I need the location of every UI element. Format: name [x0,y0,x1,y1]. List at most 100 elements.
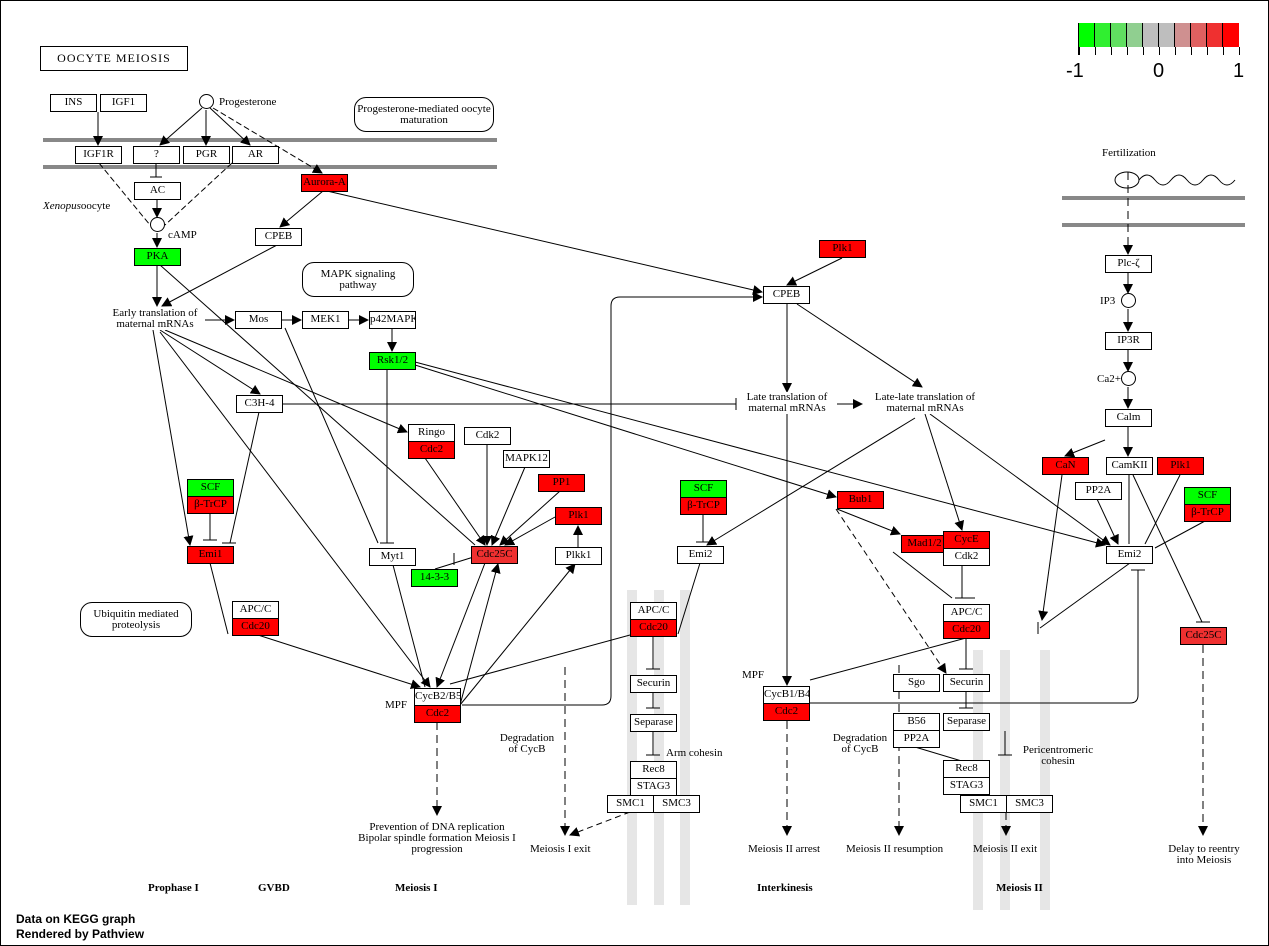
membrane [43,138,1245,227]
legend-min-label: -1 [1066,60,1084,82]
gene-node-emi1[interactable]: Emi1 [187,546,234,564]
gene-node-smc3b[interactable]: SMC3 [1006,795,1053,813]
gene-node-apc1[interactable]: APC/C [232,601,279,619]
gene-node-cdk2b[interactable]: Cdk2 [943,548,990,566]
gene-node-cdc2b[interactable]: Cdc2 [763,703,810,721]
gene-node-plk1c[interactable]: Plk1 [1157,457,1204,475]
gene-node-can[interactable]: CaN [1042,457,1089,475]
gene-node-scf2[interactable]: SCF [680,480,727,498]
gene-node-scf3[interactable]: SCF [1184,487,1231,505]
gene-node-plk1b[interactable]: Plk1 [819,240,866,258]
gene-node-cyce[interactable]: CycE [943,531,990,549]
gene-node-stag3a[interactable]: STAG3 [630,778,677,796]
gene-node-bub1[interactable]: Bub1 [837,491,884,509]
gene-node-securin1[interactable]: Securin [630,675,677,693]
gene-node-cpeb1[interactable]: CPEB [255,228,302,246]
gene-node-b56[interactable]: B56 [893,713,940,731]
link-ubiquitin-proteolysis[interactable]: Ubiquitin mediated proteolysis [80,602,192,637]
gene-node-camkii[interactable]: CamKII [1106,457,1153,475]
gene-node-ringo_cdc2[interactable]: Cdc2 [408,441,455,459]
legend-ticks [1078,47,1240,55]
gene-node-btrcp1[interactable]: β-TrCP [187,496,234,514]
xenopus-oocyte-label: Xenopusoocyte [43,201,110,212]
gene-node-ar[interactable]: AR [232,146,279,164]
gene-node-plcz[interactable]: Plc-ζ [1105,255,1152,273]
gene-node-p42[interactable]: p42MAPK [369,311,416,329]
gene-node-separase2[interactable]: Separase [943,713,990,731]
gene-node-unknown[interactable]: ? [133,146,180,164]
gene-node-pp2a2[interactable]: PP2A [1075,482,1122,500]
gene-node-rec8b[interactable]: Rec8 [943,760,990,778]
outcome-prevention: Prevention of DNA replication Bipolar sp… [358,821,516,855]
outcome-meiosis2-arrest: Meiosis II arrest [748,843,821,855]
gene-node-pp1[interactable]: PP1 [538,474,585,492]
pericentromeric-cohesin-label: Pericentromeric cohesin [1022,744,1094,767]
late-late-translation-label: Late-late translation of maternal mRNAs [865,392,985,414]
gene-node-plk1a[interactable]: Plk1 [555,507,602,525]
pathway-title: OOCYTE MEIOSIS [40,46,188,71]
gene-node-c3h4[interactable]: C3H-4 [236,395,283,413]
phase-meiosis-2: Meiosis II [996,882,1043,894]
gene-node-rec8a[interactable]: Rec8 [630,761,677,779]
gene-node-ac[interactable]: AC [134,182,181,200]
gene-node-ins[interactable]: INS [50,94,97,112]
late-translation-label: Late translation of maternal mRNAs [737,392,837,414]
gene-node-securin2[interactable]: Securin [943,674,990,692]
gene-node-igf1[interactable]: IGF1 [100,94,147,112]
link-mapk-signaling[interactable]: MAPK signaling pathway [302,262,414,297]
gene-node-ringo[interactable]: Ringo [408,424,455,442]
gene-node-stag3b[interactable]: STAG3 [943,777,990,795]
gene-node-cycb2[interactable]: CycB2/B5 [414,688,461,706]
legend-swatch [1222,23,1239,47]
gene-node-mek1[interactable]: MEK1 [302,311,349,329]
interaction-edges [93,107,1236,837]
outcome-delay-reentry: Delay to reentry into Meiosis [1168,843,1240,866]
gene-node-mos[interactable]: Mos [235,311,282,329]
gene-node-btrcp3[interactable]: β-TrCP [1184,504,1231,522]
gene-node-aurora[interactable]: Aurora-A [301,174,348,192]
gene-node-btrcp2[interactable]: β-TrCP [680,497,727,515]
gene-node-calm[interactable]: Calm [1105,409,1152,427]
legend-swatch [1110,23,1127,47]
gene-node-cdc20b[interactable]: Cdc20 [630,619,677,637]
gene-node-mapk12[interactable]: MAPK12 [503,450,550,468]
gene-node-cdc20c[interactable]: Cdc20 [943,621,990,639]
legend-swatch [1206,23,1223,47]
gene-node-cpeb2[interactable]: CPEB [763,286,810,304]
gene-node-smc1b[interactable]: SMC1 [960,795,1007,813]
early-translation-label: Early translation of maternal mRNAs [105,308,205,330]
gene-node-p1433[interactable]: 14-3-3 [411,569,458,587]
gene-node-mad12[interactable]: Mad1/2 [901,535,948,553]
fertilization-label: Fertilization [1102,147,1156,159]
link-progesterone-maturation[interactable]: Progesterone-mediated oocyte maturation [354,97,494,132]
gene-node-rsk[interactable]: Rsk1/2 [369,352,416,370]
gene-node-myt1[interactable]: Myt1 [369,548,416,566]
arm-cohesin-label: Arm cohesin [666,747,723,759]
gene-node-sgo[interactable]: Sgo [893,674,940,692]
gene-node-ip3r[interactable]: IP3R [1105,332,1152,350]
gene-node-cycb1[interactable]: CycB1/B4 [763,686,810,704]
gene-node-cdc25c2[interactable]: Cdc25C [1180,627,1227,645]
camp-label: cAMP [168,229,197,241]
oocyte-text: oocyte [80,200,111,212]
gene-node-pgr[interactable]: PGR [183,146,230,164]
gene-node-pp2a1[interactable]: PP2A [893,730,940,748]
mpf-label-2: MPF [742,669,765,681]
gene-node-smc3a[interactable]: SMC3 [653,795,700,813]
gene-node-igf1r[interactable]: IGF1R [75,146,122,164]
gene-node-smc1a[interactable]: SMC1 [607,795,654,813]
progesterone-label: Progesterone [219,96,277,108]
gene-node-pka[interactable]: PKA [134,248,181,266]
gene-node-plkk1[interactable]: Plkk1 [555,547,602,565]
gene-node-cdc2a[interactable]: Cdc2 [414,705,461,723]
gene-node-apc3[interactable]: APC/C [943,604,990,622]
gene-node-separase1[interactable]: Separase [630,714,677,732]
gene-node-cdk2a[interactable]: Cdk2 [464,427,511,445]
gene-node-apc2[interactable]: APC/C [630,602,677,620]
gene-node-scf1[interactable]: SCF [187,479,234,497]
gene-node-cdc25c1[interactable]: Cdc25C [471,546,518,564]
gene-node-emi2b[interactable]: Emi2 [1106,546,1153,564]
gene-node-cdc20a[interactable]: Cdc20 [232,618,279,636]
gene-node-emi2a[interactable]: Emi2 [677,546,724,564]
